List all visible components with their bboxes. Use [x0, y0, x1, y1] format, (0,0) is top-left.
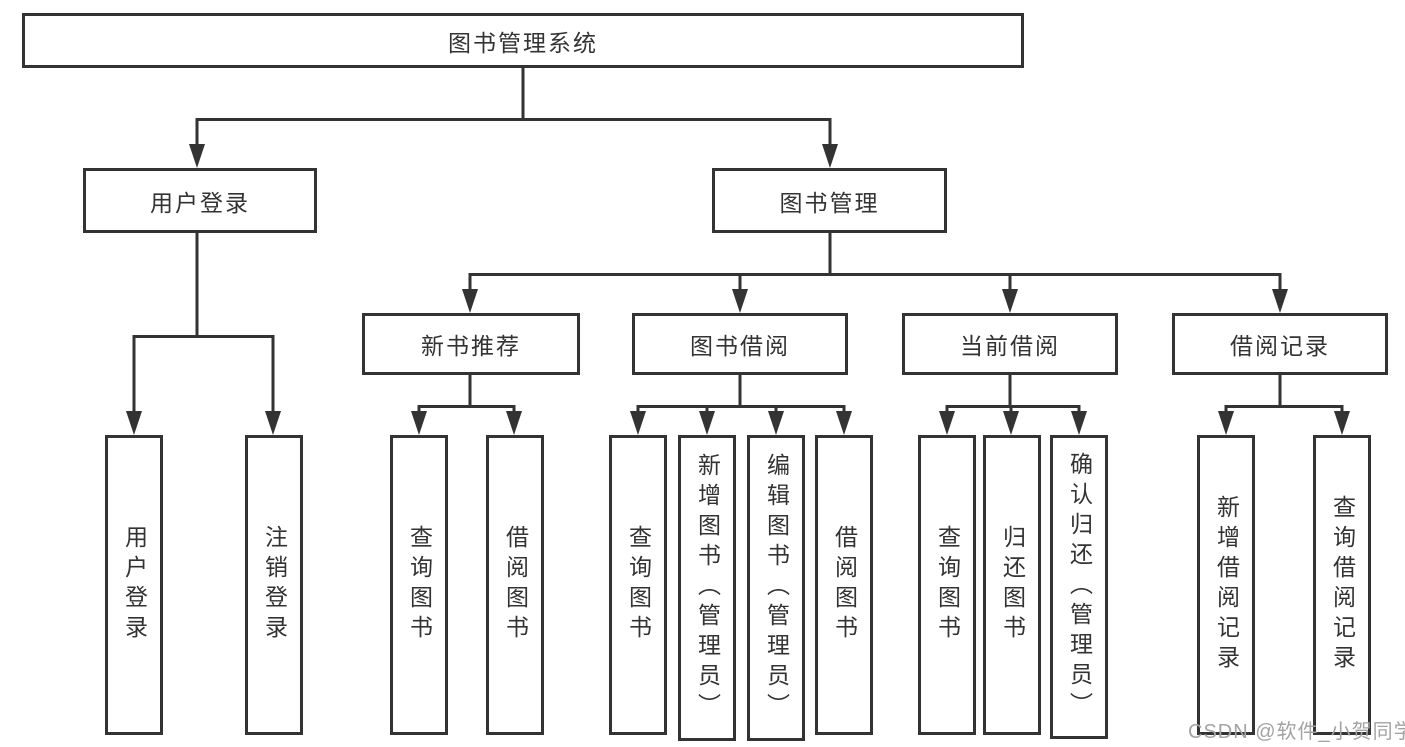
node-root: 图书管理系统 — [22, 13, 1024, 68]
node-new-book-recommend: 新书推荐 — [362, 313, 580, 375]
leaf-query-borrow-record-label: 查询借阅记录 — [1329, 495, 1356, 675]
node-user-login-branch: 用户登录 — [83, 168, 317, 233]
node-user-login-branch-label: 用户登录 — [150, 189, 250, 216]
node-current-borrow: 当前借阅 — [902, 313, 1118, 375]
leaf-current-query-book: 查询图书 — [918, 435, 976, 735]
leaf-borrow-query-book-label: 查询图书 — [625, 525, 652, 645]
node-book-borrow-label: 图书借阅 — [690, 333, 790, 359]
node-borrow-record-label: 借阅记录 — [1230, 333, 1330, 359]
leaf-newrec-borrow-book: 借阅图书 — [486, 435, 544, 735]
leaf-borrow-query-book: 查询图书 — [609, 435, 667, 735]
leaf-newrec-query-book: 查询图书 — [390, 435, 448, 735]
leaf-borrow-book-label: 借阅图书 — [831, 525, 858, 645]
csdn-watermark: CSDN @软件_小贺同学 — [1188, 721, 1405, 743]
node-book-management-label: 图书管理 — [779, 189, 880, 216]
leaf-newrec-query-book-label: 查询图书 — [406, 525, 433, 645]
leaf-add-book-admin: 新增图书（管理员） — [678, 435, 736, 741]
node-book-borrow: 图书借阅 — [632, 313, 848, 375]
leaf-edit-book-admin-label: 编辑图书（管理员） — [763, 453, 790, 723]
leaf-add-book-admin-label: 新增图书（管理员） — [694, 453, 721, 723]
leaf-confirm-return-admin: 确认归还（管理员） — [1050, 435, 1108, 739]
leaf-user-login: 用户登录 — [105, 435, 163, 735]
node-new-book-recommend-label: 新书推荐 — [421, 333, 521, 359]
leaf-return-book-label: 归还图书 — [999, 525, 1026, 645]
leaf-confirm-return-admin-label: 确认归还（管理员） — [1066, 452, 1093, 722]
node-borrow-record: 借阅记录 — [1172, 313, 1388, 375]
leaf-return-book: 归还图书 — [983, 435, 1041, 735]
leaf-user-login-label: 用户登录 — [121, 525, 148, 645]
leaf-borrow-book: 借阅图书 — [815, 435, 873, 735]
node-current-borrow-label: 当前借阅 — [960, 333, 1060, 359]
node-book-management: 图书管理 — [712, 168, 947, 233]
leaf-query-borrow-record: 查询借阅记录 — [1313, 435, 1371, 735]
leaf-add-borrow-record: 新增借阅记录 — [1197, 435, 1255, 735]
leaf-logout-label: 注销登录 — [261, 525, 288, 645]
leaf-logout: 注销登录 — [245, 435, 303, 735]
leaf-add-borrow-record-label: 新增借阅记录 — [1213, 495, 1240, 675]
leaf-current-query-book-label: 查询图书 — [934, 525, 961, 645]
node-root-label: 图书管理系统 — [448, 29, 598, 56]
leaf-edit-book-admin: 编辑图书（管理员） — [747, 435, 805, 741]
leaf-newrec-borrow-book-label: 借阅图书 — [502, 525, 529, 645]
